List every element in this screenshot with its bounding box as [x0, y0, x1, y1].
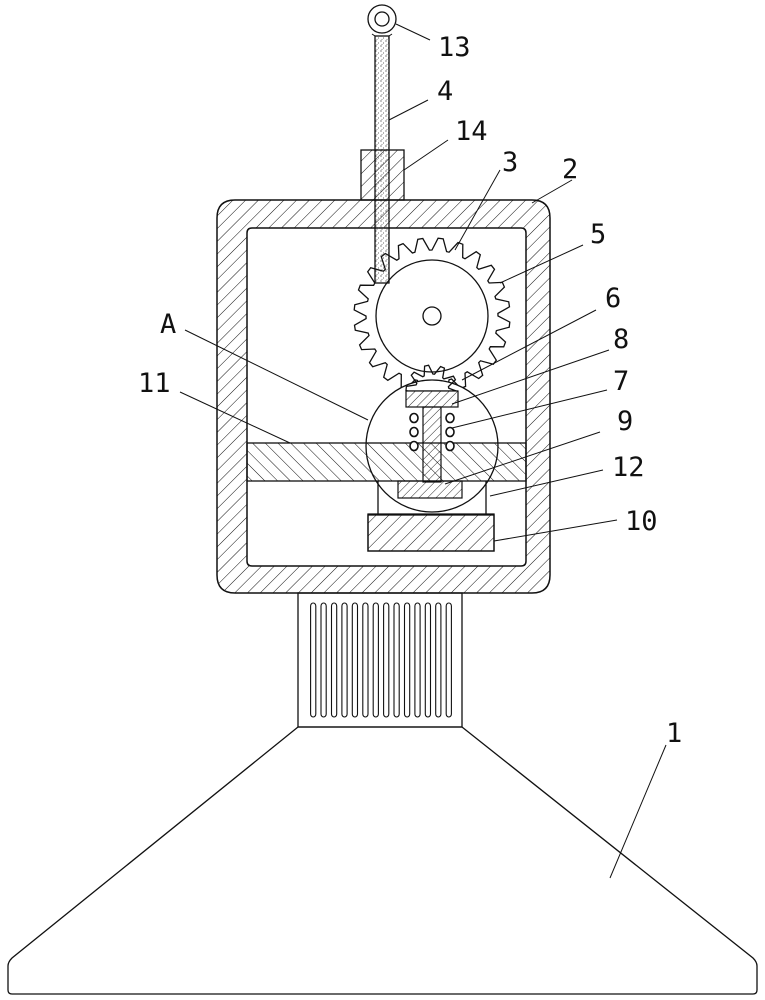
label-13: 13 — [438, 32, 471, 63]
label-6: 6 — [605, 283, 621, 314]
label-11: 11 — [138, 368, 171, 399]
label-a: A — [160, 309, 176, 340]
label-7: 7 — [613, 366, 629, 397]
eye-ring — [368, 5, 396, 33]
spring-coil — [446, 414, 454, 423]
rack-rod — [372, 34, 392, 283]
vent-slot — [436, 603, 441, 717]
vent-slot — [352, 603, 357, 717]
vent-slot — [405, 603, 410, 717]
vent-slot — [373, 603, 378, 717]
spring-coil — [446, 442, 454, 451]
base-block — [368, 515, 494, 551]
label-2: 2 — [562, 154, 578, 185]
vent-slots — [311, 603, 452, 717]
vent-slot — [446, 603, 451, 717]
label-8: 8 — [613, 324, 629, 355]
label-4: 4 — [437, 76, 453, 107]
spring-coil — [410, 442, 418, 451]
label-14: 14 — [455, 116, 488, 147]
pressure-block — [398, 481, 462, 498]
plunger-shaft — [423, 407, 441, 482]
vent-slot — [363, 603, 368, 717]
vent-slot — [415, 603, 420, 717]
spring-coil — [410, 414, 418, 423]
label-9: 9 — [617, 406, 633, 437]
vent-slot — [384, 603, 389, 717]
label-5: 5 — [590, 219, 606, 250]
spring-coil — [410, 428, 418, 437]
vent-slot — [332, 603, 337, 717]
lampshade — [8, 727, 757, 994]
vent-slot — [342, 603, 347, 717]
label-10: 10 — [625, 506, 658, 537]
vent-slot — [425, 603, 430, 717]
vented-neck — [298, 593, 462, 727]
plunger-cap — [406, 391, 458, 407]
spring-coil — [446, 428, 454, 437]
vent-slot — [321, 603, 326, 717]
label-12: 12 — [612, 452, 645, 483]
label-1: 1 — [666, 718, 682, 749]
vent-slot — [311, 603, 316, 717]
label-3: 3 — [502, 147, 518, 178]
vent-slot — [394, 603, 399, 717]
